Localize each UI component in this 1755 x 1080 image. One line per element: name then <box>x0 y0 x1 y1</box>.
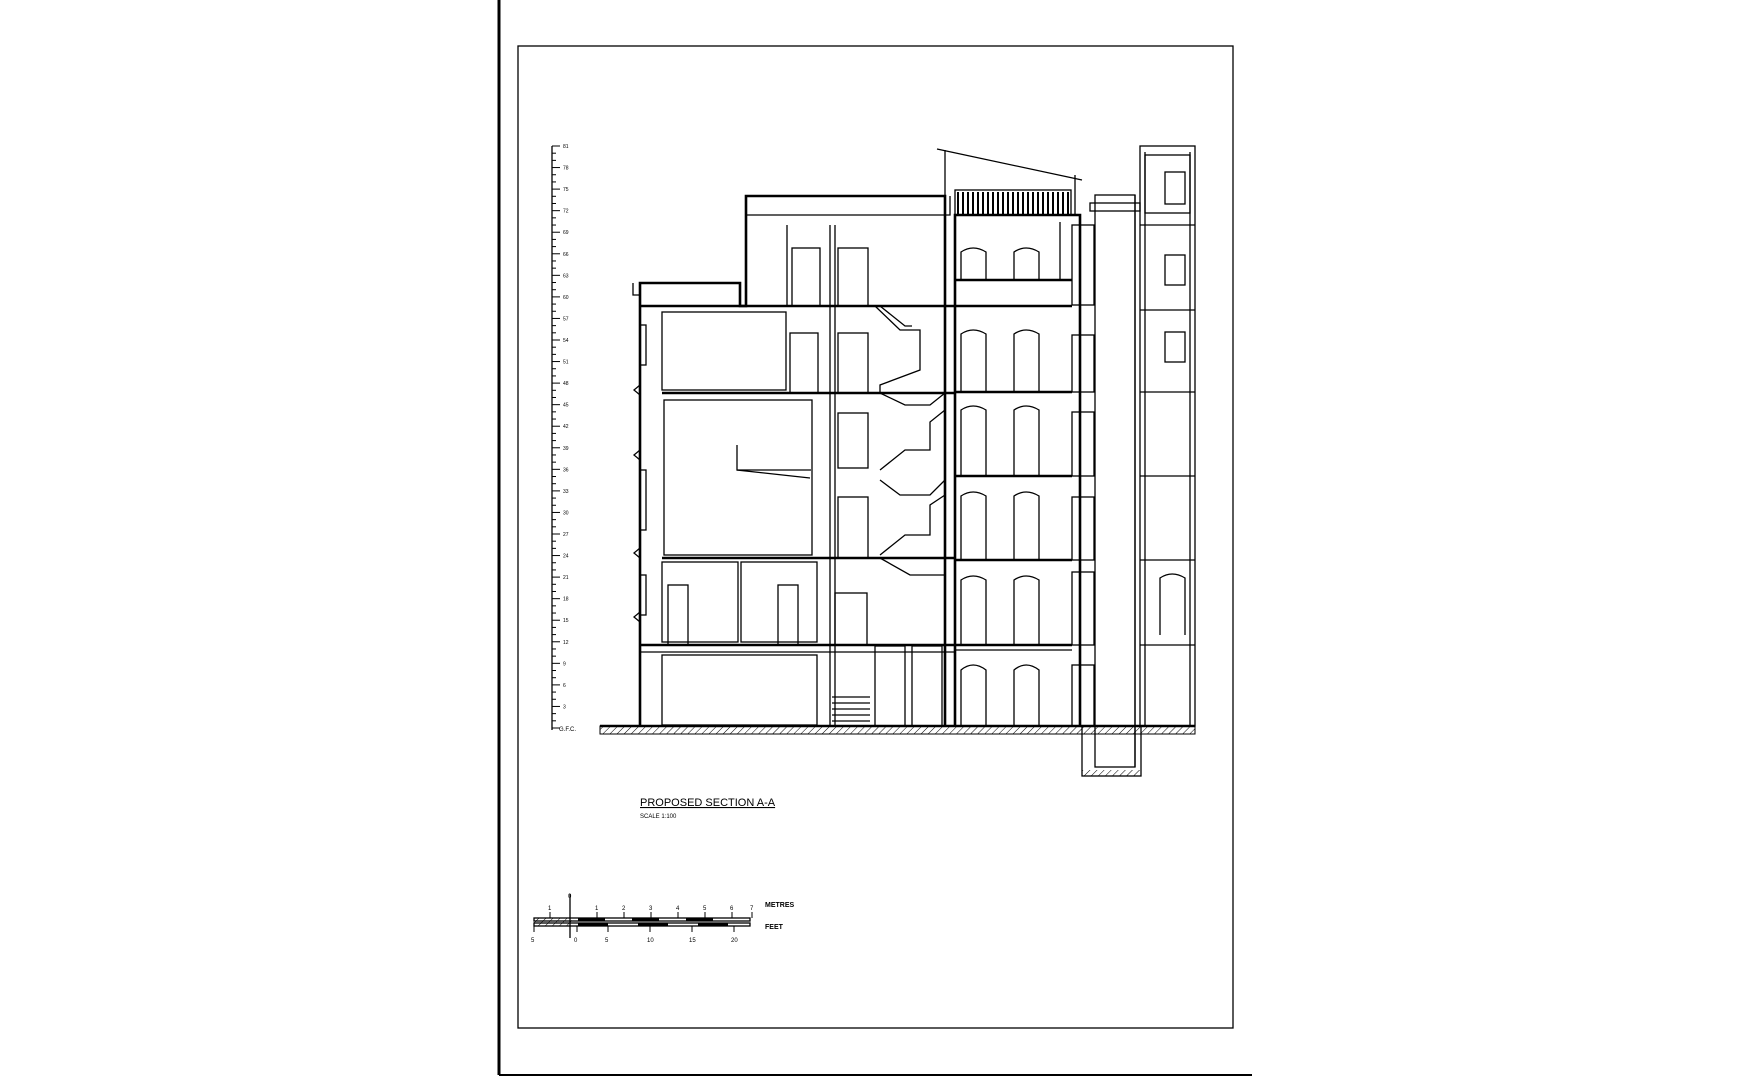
room <box>740 561 818 643</box>
level-scale-ticks <box>552 145 560 729</box>
scale-bar-feet-label: FEET <box>765 924 784 931</box>
scale-bar-metre-label: 1 <box>548 906 552 912</box>
roof-railing <box>954 189 1072 216</box>
level-scale-label: 75 <box>563 187 569 193</box>
scale-bar-feet-label: 0 <box>574 938 578 944</box>
level-scale-label: 60 <box>563 295 569 301</box>
drawing-title: PROPOSED SECTION A-A <box>640 797 776 809</box>
door <box>837 332 869 394</box>
level-scale-label: 39 <box>563 446 569 452</box>
window <box>639 574 647 616</box>
door <box>789 332 819 394</box>
level-scale-base-label: G.F.C. <box>559 727 576 733</box>
level-scale-label: 15 <box>563 618 569 624</box>
level-scale-label: 9 <box>563 661 566 667</box>
level-scale-label: 69 <box>563 230 569 236</box>
level-scale-label: 12 <box>563 640 569 646</box>
level-scale-label: 30 <box>563 510 569 516</box>
room <box>661 311 787 391</box>
tower-window <box>1164 171 1186 205</box>
sloping-roof <box>936 148 1083 181</box>
service-strip <box>1071 224 1095 727</box>
door <box>837 247 869 307</box>
level-scale-label: 33 <box>563 489 569 495</box>
level-scale-label: 27 <box>563 532 569 538</box>
door <box>834 592 868 646</box>
staircase <box>874 305 946 576</box>
door <box>837 412 869 469</box>
level-scale-label: 45 <box>563 403 569 409</box>
tower-window <box>1164 331 1186 363</box>
level-scale-label: 81 <box>563 144 569 150</box>
scale-bar-metre-label: 6 <box>730 906 734 912</box>
entrance-steps <box>832 696 870 722</box>
level-scale-label: 51 <box>563 360 569 366</box>
room <box>661 654 818 726</box>
scale-bar-feet-label: 20 <box>731 938 738 944</box>
scale-bar-metre-label: 3 <box>649 906 653 912</box>
scale-bar-feet-label: 10 <box>647 938 654 944</box>
level-scale-label: 24 <box>563 554 569 560</box>
drawing-scale-note: SCALE 1:100 <box>640 814 677 820</box>
scale-bar-metre-label: 0 <box>568 894 572 900</box>
level-scale: 3691215182124273033363942454851545760636… <box>551 144 576 733</box>
level-scale-label: 6 <box>563 683 566 689</box>
level-scale-label: 48 <box>563 381 569 387</box>
window <box>639 469 647 531</box>
room <box>661 561 739 643</box>
scale-bar-feet-ticks: 5 0 5 10 15 20 <box>531 926 738 944</box>
tower-window <box>1164 254 1186 286</box>
scale-bar-feet-label: 5 <box>531 938 535 944</box>
level-scale-label: 21 <box>563 575 569 581</box>
scale-bar-feet-label: 5 <box>605 938 609 944</box>
scale-bar-metre-label: 7 <box>750 906 754 912</box>
door <box>837 496 869 559</box>
door <box>874 645 906 727</box>
front-tower <box>1139 145 1196 727</box>
window <box>639 324 647 366</box>
balcony-beam <box>736 445 811 479</box>
building-section <box>599 145 1196 777</box>
tower-window <box>1159 573 1186 635</box>
level-scale-label: 63 <box>563 273 569 279</box>
drawing-frame <box>517 45 1234 1029</box>
scale-bar-metre-label: 5 <box>703 906 707 912</box>
scale-bar-metre-label: 1 <box>595 906 599 912</box>
level-scale-label: 36 <box>563 467 569 473</box>
roof-railing-bars <box>957 192 1069 214</box>
lift-pit-hatch <box>1082 770 1141 776</box>
scale-bar-metre-ticks: 1 0 1 2 3 4 5 6 7 <box>548 894 754 918</box>
scale-bar-feet-label: 15 <box>689 938 696 944</box>
scale-bar-metre-label: 4 <box>676 906 680 912</box>
door <box>791 247 821 307</box>
door <box>911 645 943 727</box>
core-windows <box>960 247 1040 726</box>
level-scale-label: 57 <box>563 316 569 322</box>
level-scale-label: 78 <box>563 166 569 172</box>
level-scale-labels: 3691215182124273033363942454851545760636… <box>563 144 569 710</box>
lift-shaft <box>1094 194 1136 768</box>
room <box>663 399 813 556</box>
scale-bar-metre-label: 2 <box>622 906 626 912</box>
scale-bar-metres-label: METRES <box>765 902 795 909</box>
door <box>777 584 799 646</box>
level-scale-label: 18 <box>563 597 569 603</box>
level-scale-label: 54 <box>563 338 569 344</box>
level-scale-label: 66 <box>563 252 569 258</box>
door <box>667 584 689 646</box>
level-scale-label: 3 <box>563 704 566 710</box>
level-scale-label: 42 <box>563 424 569 430</box>
level-scale-label: 72 <box>563 209 569 215</box>
